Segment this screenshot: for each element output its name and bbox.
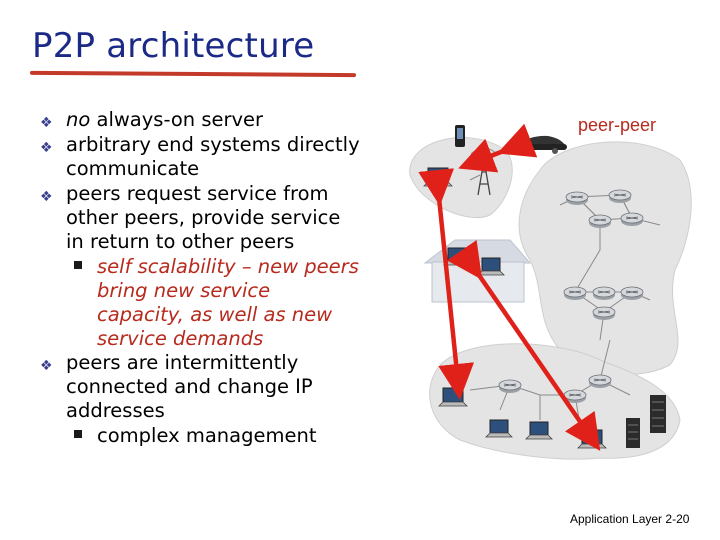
bullet-item: ❖ peers are intermittently connected and…	[40, 351, 360, 423]
bullet-text: arbitrary end systems directly communica…	[66, 133, 360, 180]
laptop-icon	[438, 387, 468, 407]
router-icon	[588, 374, 612, 388]
router-icon	[620, 286, 644, 300]
peer-arrows	[418, 123, 601, 451]
laptop-icon	[525, 421, 553, 440]
router-icon	[588, 214, 612, 228]
bullet-emphasis: no	[66, 108, 91, 131]
laptop-icon	[477, 257, 505, 276]
bullet-item: ❖ no always-on server	[40, 108, 360, 132]
bullet-item: ❖ peers request service from other peers…	[40, 182, 360, 254]
laptop-icon	[577, 429, 607, 449]
footer-section: Application Layer	[570, 512, 663, 526]
router-icon	[608, 189, 632, 203]
slide-title: P2P architecture	[32, 26, 315, 66]
router-icon	[592, 286, 616, 300]
bullet-diamond-icon: ❖	[40, 140, 53, 156]
network-cloud-main	[518, 141, 692, 375]
router-icon	[565, 191, 589, 205]
router-icon	[592, 306, 616, 320]
sub-bullet-item: self scalability – new peers bring new s…	[40, 255, 360, 351]
bullet-text: peers are intermittently connected and c…	[66, 351, 313, 422]
bullet-diamond-icon: ❖	[40, 358, 53, 374]
footer-page-number: 2-20	[665, 512, 690, 526]
laptop-icon	[423, 167, 453, 187]
sub-bullet-text: complex management	[97, 424, 317, 447]
slide-footer: Application Layer 2-20	[570, 512, 689, 526]
laptop-icon	[485, 419, 513, 438]
sub-bullet-text: self scalability – new peers bring new s…	[97, 255, 359, 350]
network-house-roof	[423, 239, 532, 264]
network-cloud-top-left	[409, 137, 513, 219]
peer-arrow	[458, 123, 538, 173]
router-icon	[563, 286, 587, 300]
bullet-diamond-icon: ❖	[40, 189, 53, 205]
bullet-item: ❖ arbitrary end systems directly communi…	[40, 133, 360, 181]
bullet-list: ❖ no always-on server ❖ arbitrary end sy…	[40, 108, 360, 448]
sub-bullet-item: complex management	[40, 424, 360, 448]
server-rack-icon	[626, 395, 666, 448]
router-icon	[498, 379, 522, 393]
peer-arrow	[446, 239, 601, 451]
router-icon	[620, 212, 644, 226]
bullet-diamond-icon: ❖	[40, 115, 53, 131]
square-bullet-icon	[74, 430, 82, 438]
bullet-text: always-on server	[90, 108, 264, 131]
car-icon	[515, 135, 567, 154]
bullet-text: peers request service from other peers, …	[66, 182, 341, 253]
peer-peer-label: peer-peer	[578, 115, 657, 135]
square-bullet-icon	[74, 261, 82, 269]
smartphone-icon	[455, 125, 465, 147]
